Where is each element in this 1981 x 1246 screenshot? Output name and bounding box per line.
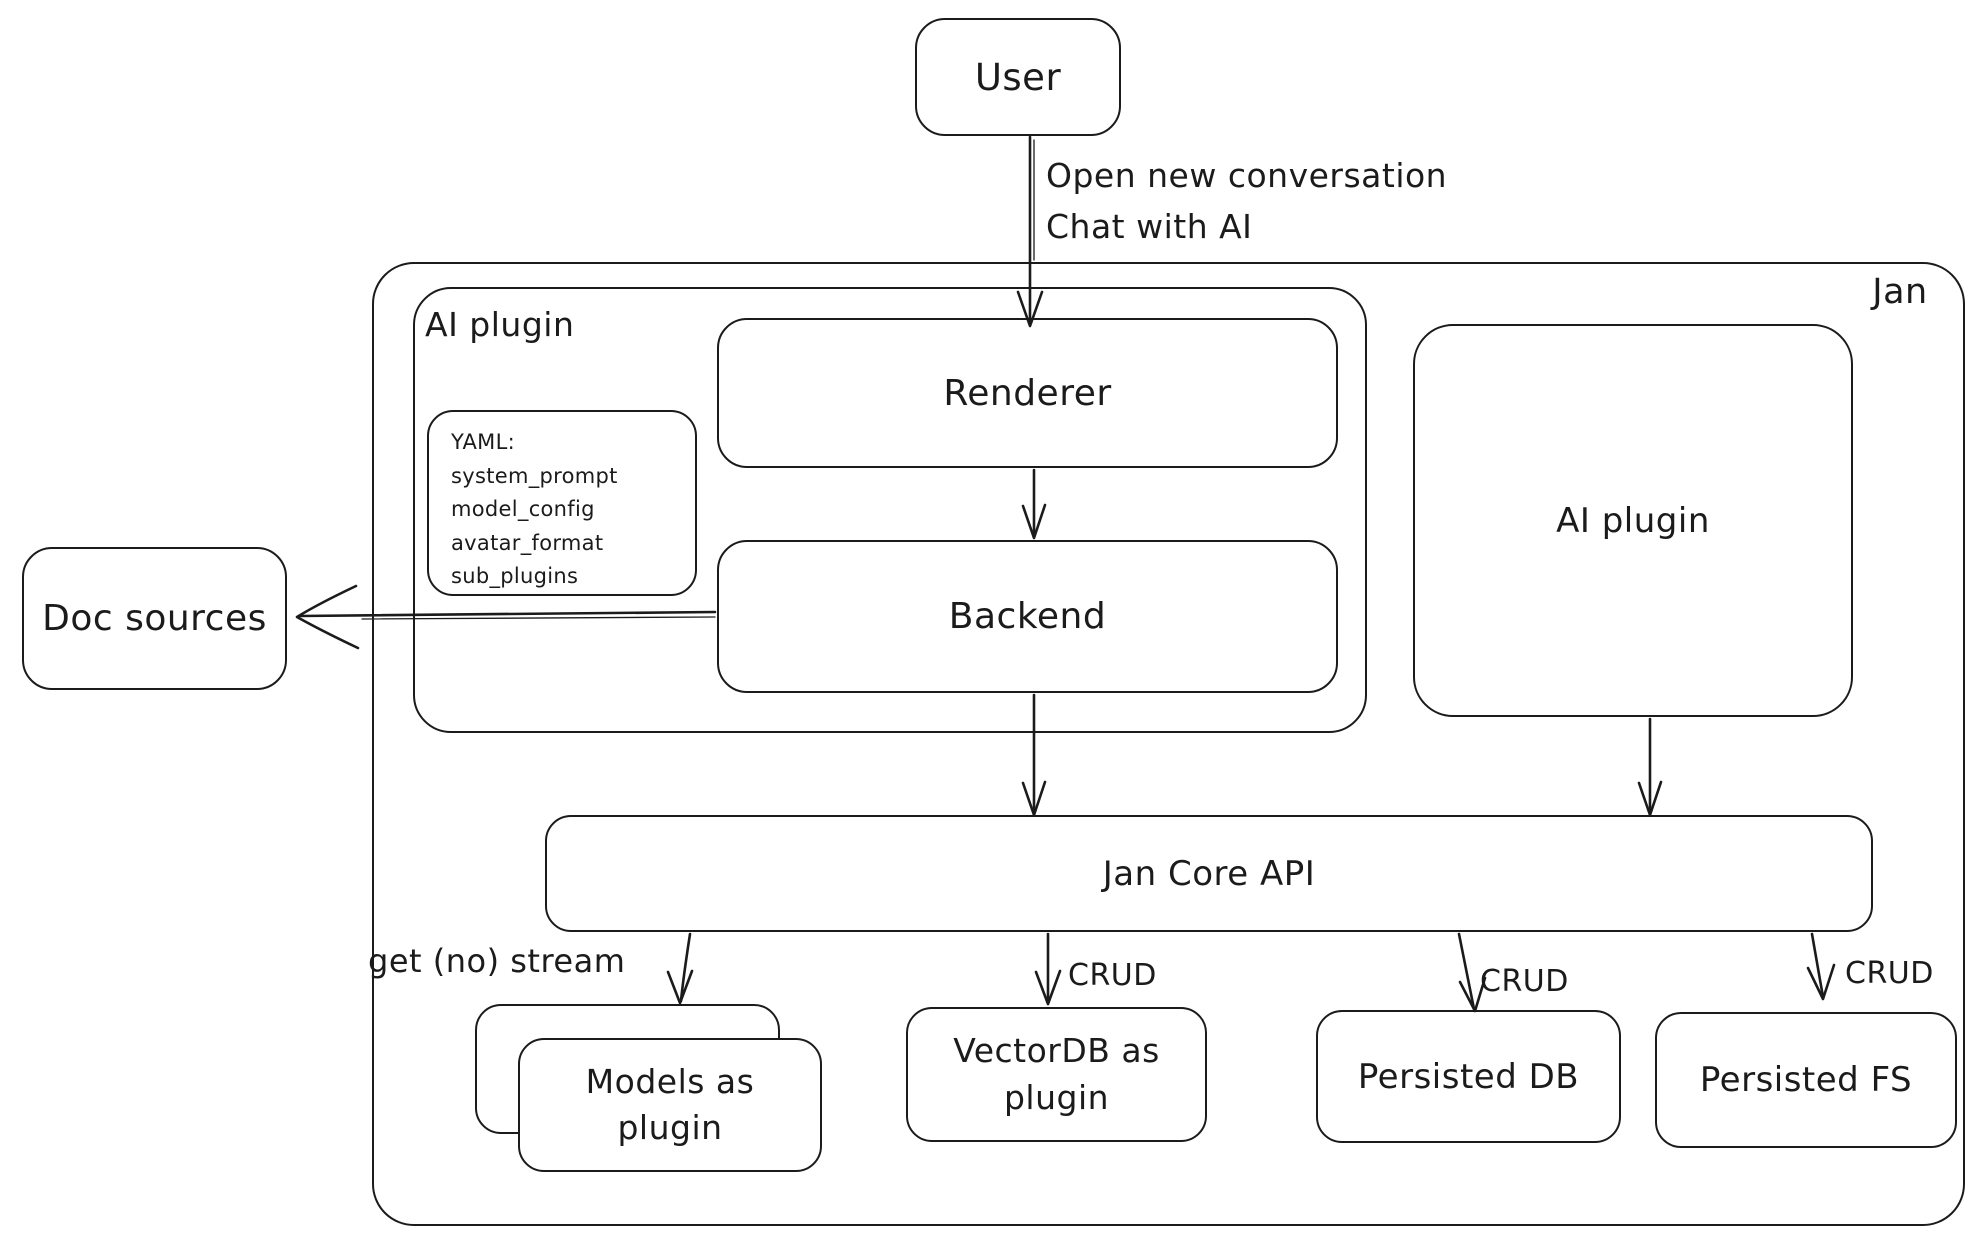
edge-label-crud-persisted-db: CRUD: [1480, 964, 1569, 999]
node-doc-sources-label: Doc sources: [42, 598, 267, 639]
node-user: User: [915, 18, 1121, 136]
node-backend-label: Backend: [948, 596, 1107, 637]
jan-container-label: Jan: [1872, 272, 1928, 312]
jan-container: [372, 262, 1965, 1226]
node-vectordb-as-plugin: VectorDB as plugin: [906, 1007, 1207, 1142]
node-persisted-db-label: Persisted DB: [1357, 1056, 1580, 1097]
yaml-line-4: avatar_format: [451, 530, 604, 555]
node-persisted-db: Persisted DB: [1316, 1010, 1621, 1143]
node-doc-sources: Doc sources: [22, 547, 287, 690]
node-persisted-fs: Persisted FS: [1655, 1012, 1957, 1148]
ai-plugin-container: [413, 287, 1367, 733]
yaml-note: YAML: system_prompt model_config avatar_…: [427, 410, 697, 596]
edge-label-line1: Open new conversation: [1046, 156, 1448, 195]
node-backend: Backend: [717, 540, 1338, 693]
yaml-line-3: model_config: [451, 497, 595, 522]
edge-label-crud-vectordb: CRUD: [1068, 958, 1157, 993]
edge-label-line2: Chat with AI: [1046, 207, 1253, 247]
edge-label-open-conversation: Open new conversation Chat with AI: [1046, 150, 1447, 252]
node-vectordb-as-plugin-label: VectorDB as plugin: [953, 1031, 1160, 1117]
node-renderer-label: Renderer: [943, 372, 1112, 414]
ai-plugin-container-label: AI plugin: [425, 305, 575, 344]
node-user-label: User: [974, 55, 1062, 99]
node-renderer: Renderer: [717, 318, 1338, 468]
node-ai-plugin: AI plugin: [1413, 324, 1853, 717]
edge-label-crud-persisted-fs: CRUD: [1845, 956, 1934, 991]
node-persisted-fs-label: Persisted FS: [1699, 1060, 1913, 1100]
node-models-as-plugin: Models as plugin: [518, 1038, 822, 1172]
node-jan-core-api-label: Jan Core API: [1102, 853, 1316, 894]
node-models-as-plugin-label: Models as plugin: [585, 1061, 755, 1147]
yaml-line-2: system_prompt: [451, 463, 618, 488]
edge-label-get-no-stream: get (no) stream: [368, 942, 626, 980]
yaml-line-5: sub_plugins: [451, 564, 579, 589]
yaml-line-1: YAML:: [451, 430, 515, 454]
node-jan-core-api: Jan Core API: [545, 815, 1873, 932]
node-ai-plugin-label: AI plugin: [1556, 500, 1710, 541]
